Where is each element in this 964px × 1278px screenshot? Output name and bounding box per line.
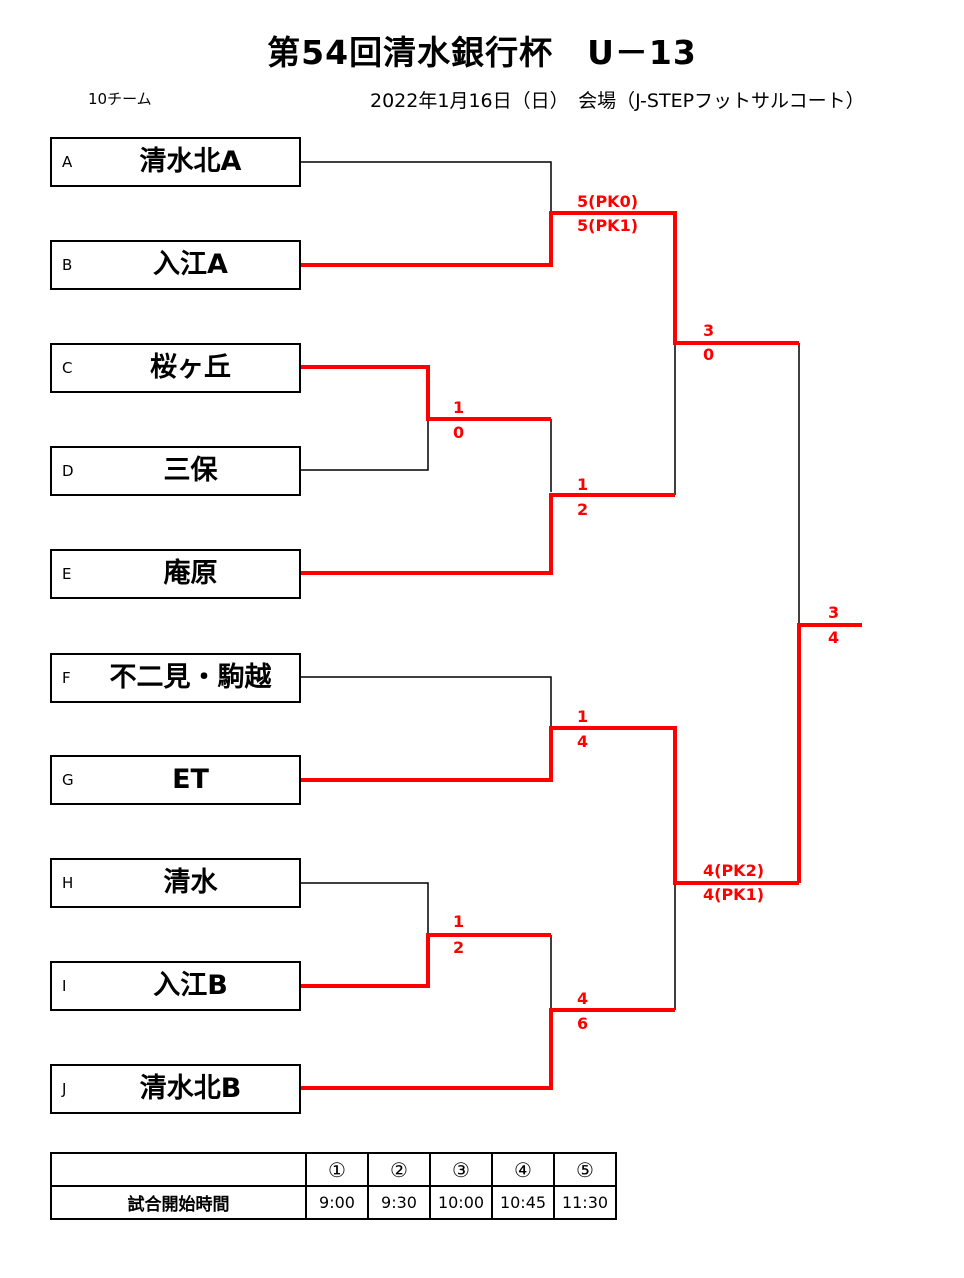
team-box-d: D 三保 [50, 446, 301, 496]
schedule-time: 9:00 [305, 1185, 369, 1220]
schedule-time: 11:30 [553, 1185, 617, 1220]
date-venue: 2022年1月16日（日） 会場（J-STEPフットサルコート） [370, 90, 865, 112]
score-fg-bottom: 4 [577, 732, 589, 751]
schedule-slot: ⑤ [553, 1152, 617, 1187]
score-semi-bottom-bottom: 4(PK1) [703, 885, 765, 904]
score-cde-top: 1 [577, 475, 589, 494]
team-box-i: I 入江B [50, 961, 301, 1011]
bracket-line-g-win [301, 726, 799, 885]
schedule-corner-cell [50, 1152, 307, 1187]
schedule-time: 10:00 [429, 1185, 493, 1220]
score-cd-bottom: 0 [453, 423, 465, 442]
score-final-bottom: 4 [828, 628, 840, 647]
team-box-f: F 不二見・駒越 [50, 653, 301, 703]
team-name: 清水北A [139, 146, 242, 177]
team-box-a: A 清水北A [50, 137, 301, 187]
bracket-line-e-win [301, 493, 675, 575]
team-name: 不二見・駒越 [109, 662, 272, 693]
team-name: 入江A [153, 249, 228, 280]
team-box-b: B 入江A [50, 240, 301, 290]
schedule-time: 10:45 [491, 1185, 555, 1220]
schedule-slot: ③ [429, 1152, 493, 1187]
team-letter: B [62, 256, 73, 274]
team-name: ET [172, 764, 209, 795]
team-name: 庵原 [163, 558, 218, 589]
team-box-e: E 庵原 [50, 549, 301, 599]
team-box-g: G ET [50, 755, 301, 805]
team-letter: G [62, 771, 74, 789]
team-name: 清水北B [139, 1073, 242, 1104]
score-semi-top-top: 3 [703, 321, 715, 340]
score-ab-bottom: 5(PK1) [577, 216, 639, 235]
score-ab-top: 5(PK0) [577, 192, 639, 211]
schedule-time-row: 試合開始時間 9:00 9:30 10:00 10:45 11:30 [50, 1185, 617, 1220]
bracket-line-b-win [301, 211, 799, 345]
score-hi-bottom: 2 [453, 938, 465, 957]
team-box-h: H 清水 [50, 858, 301, 908]
bracket-line-final-win [797, 623, 862, 883]
team-letter: H [62, 874, 74, 892]
team-letter: D [62, 462, 74, 480]
team-box-c: C 桜ヶ丘 [50, 343, 301, 393]
team-count: 10チーム [88, 90, 152, 108]
schedule-time: 9:30 [367, 1185, 431, 1220]
bracket-line-f [301, 676, 552, 728]
score-fg-top: 1 [577, 707, 589, 726]
schedule-slot: ② [367, 1152, 431, 1187]
score-final-top: 3 [828, 603, 840, 622]
score-hi-top: 1 [453, 912, 465, 931]
bracket-line-c-win [301, 365, 551, 421]
page-title: 第54回清水銀行杯 U－13 [267, 33, 697, 72]
score-hij-top: 4 [577, 989, 589, 1008]
score-semi-bottom-top: 4(PK2) [703, 861, 765, 880]
bracket-line-h [301, 882, 429, 935]
team-name: 三保 [163, 455, 218, 486]
team-letter: F [62, 669, 71, 687]
team-letter: A [62, 153, 73, 171]
schedule-slot: ④ [491, 1152, 555, 1187]
team-letter: E [62, 565, 72, 583]
team-name: 入江B [153, 970, 228, 1001]
schedule-header-row: ① ② ③ ④ ⑤ [50, 1152, 617, 1187]
team-name: 桜ヶ丘 [150, 352, 231, 383]
score-semi-top-bottom: 0 [703, 345, 715, 364]
score-cd-top: 1 [453, 398, 465, 417]
team-letter: I [62, 977, 67, 995]
schedule-table: ① ② ③ ④ ⑤ 試合開始時間 9:00 9:30 10:00 10:45 1… [50, 1152, 617, 1220]
bracket-line-d [301, 419, 429, 471]
schedule-slot: ① [305, 1152, 369, 1187]
team-letter: J [62, 1080, 67, 1098]
bracket-line-j-win [301, 1008, 675, 1090]
team-letter: C [62, 359, 73, 377]
score-cde-bottom: 2 [577, 500, 589, 519]
bracket-line-i-win [301, 933, 551, 988]
bracket-line-a [301, 161, 552, 213]
score-hij-bottom: 6 [577, 1014, 589, 1033]
team-box-j: J 清水北B [50, 1064, 301, 1114]
team-name: 清水 [163, 867, 218, 898]
schedule-label: 試合開始時間 [50, 1185, 307, 1220]
